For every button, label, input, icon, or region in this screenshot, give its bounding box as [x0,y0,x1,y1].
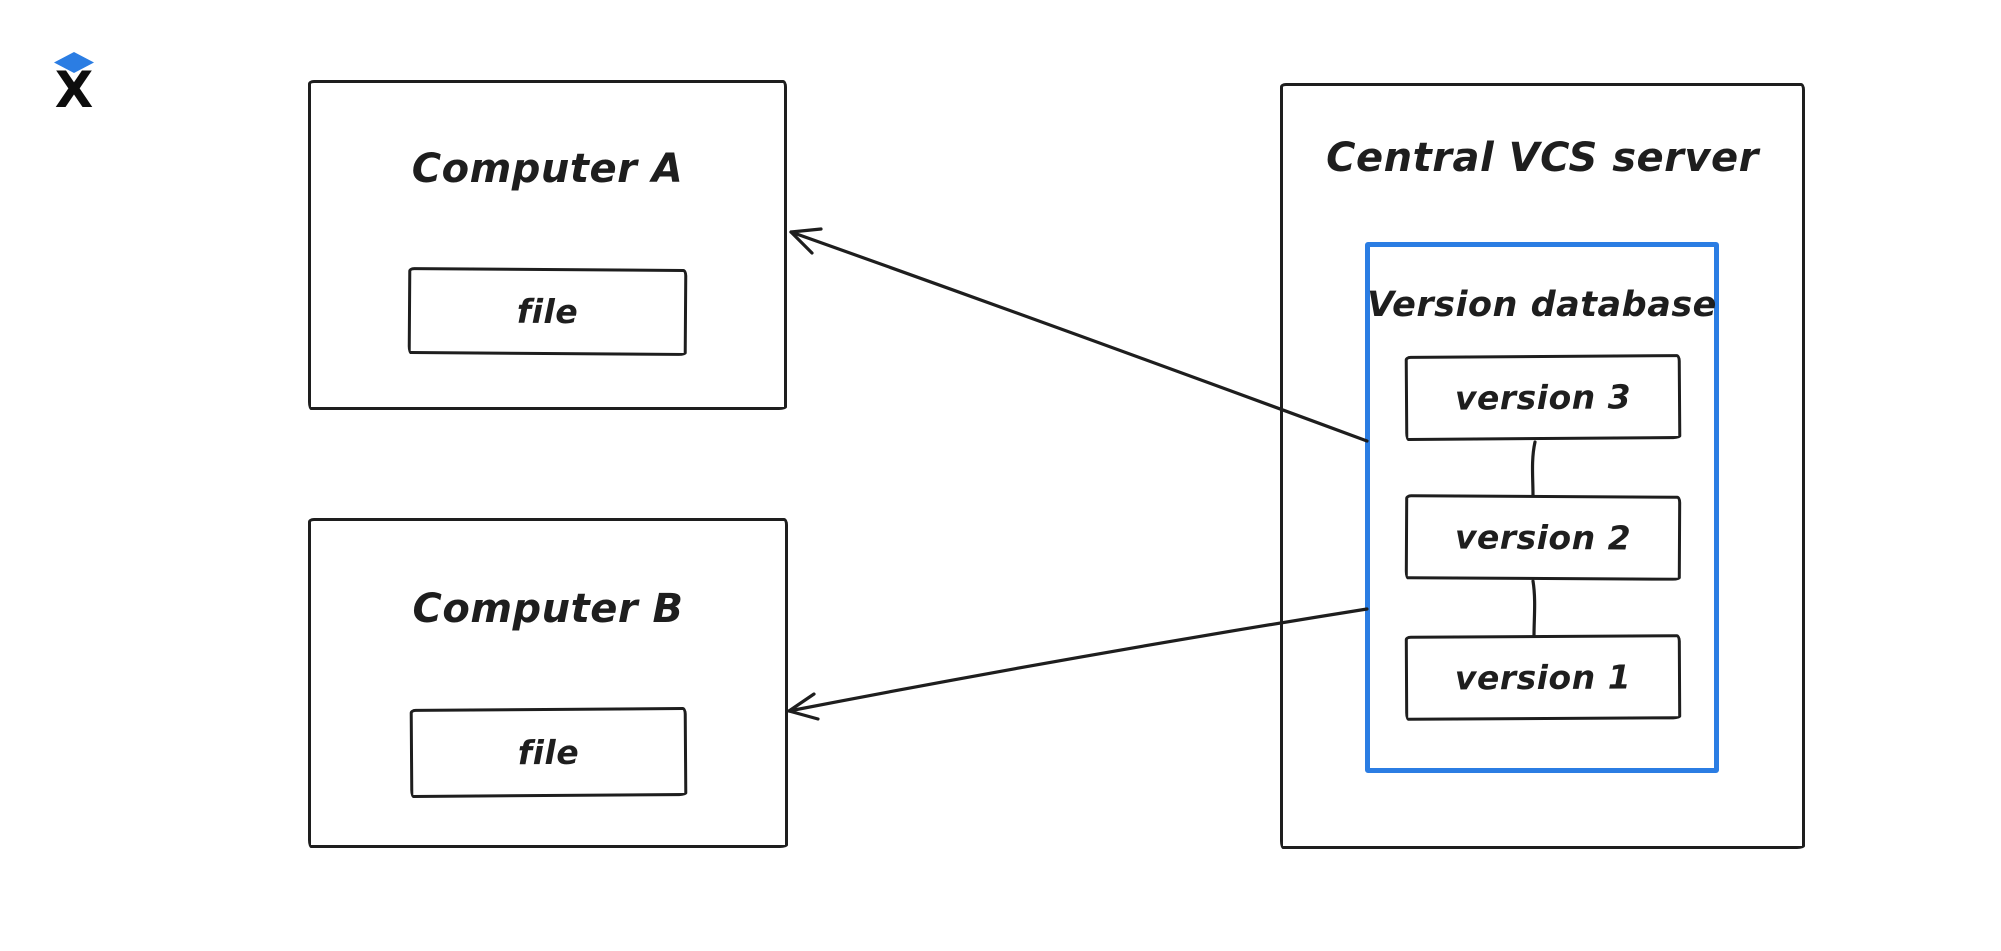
computer-a-title: Computer A [411,146,684,192]
computer-b-file-box: file [409,707,688,798]
version-3-box: version 3 [1404,354,1682,441]
computer-a-box: Computer A [308,80,787,410]
computer-a-file-box: file [407,267,688,356]
version-1-label: version 1 [1454,657,1632,698]
version-database-box [1365,242,1719,773]
computer-b-box: Computer B [308,518,788,848]
arrowhead-computer-b [787,692,820,721]
logo-letter: X [54,61,94,119]
computer-b-title: Computer B [412,586,684,632]
computer-a-file-label: file [516,291,579,332]
app-logo[interactable]: X [52,52,96,116]
arrowhead-computer-a [789,227,823,255]
version-2-label: version 2 [1454,517,1632,558]
version-3-label: version 3 [1454,377,1632,418]
computer-b-file-label: file [517,732,580,773]
logo-diamond-icon [54,52,94,73]
central-vcs-server-box: Central VCS server [1280,83,1805,849]
version-2-box: version 2 [1404,494,1682,581]
version-1-box: version 1 [1404,634,1682,721]
version-database-title: Version database [1367,285,1717,325]
central-vcs-server-title: Central VCS server [1326,135,1759,181]
